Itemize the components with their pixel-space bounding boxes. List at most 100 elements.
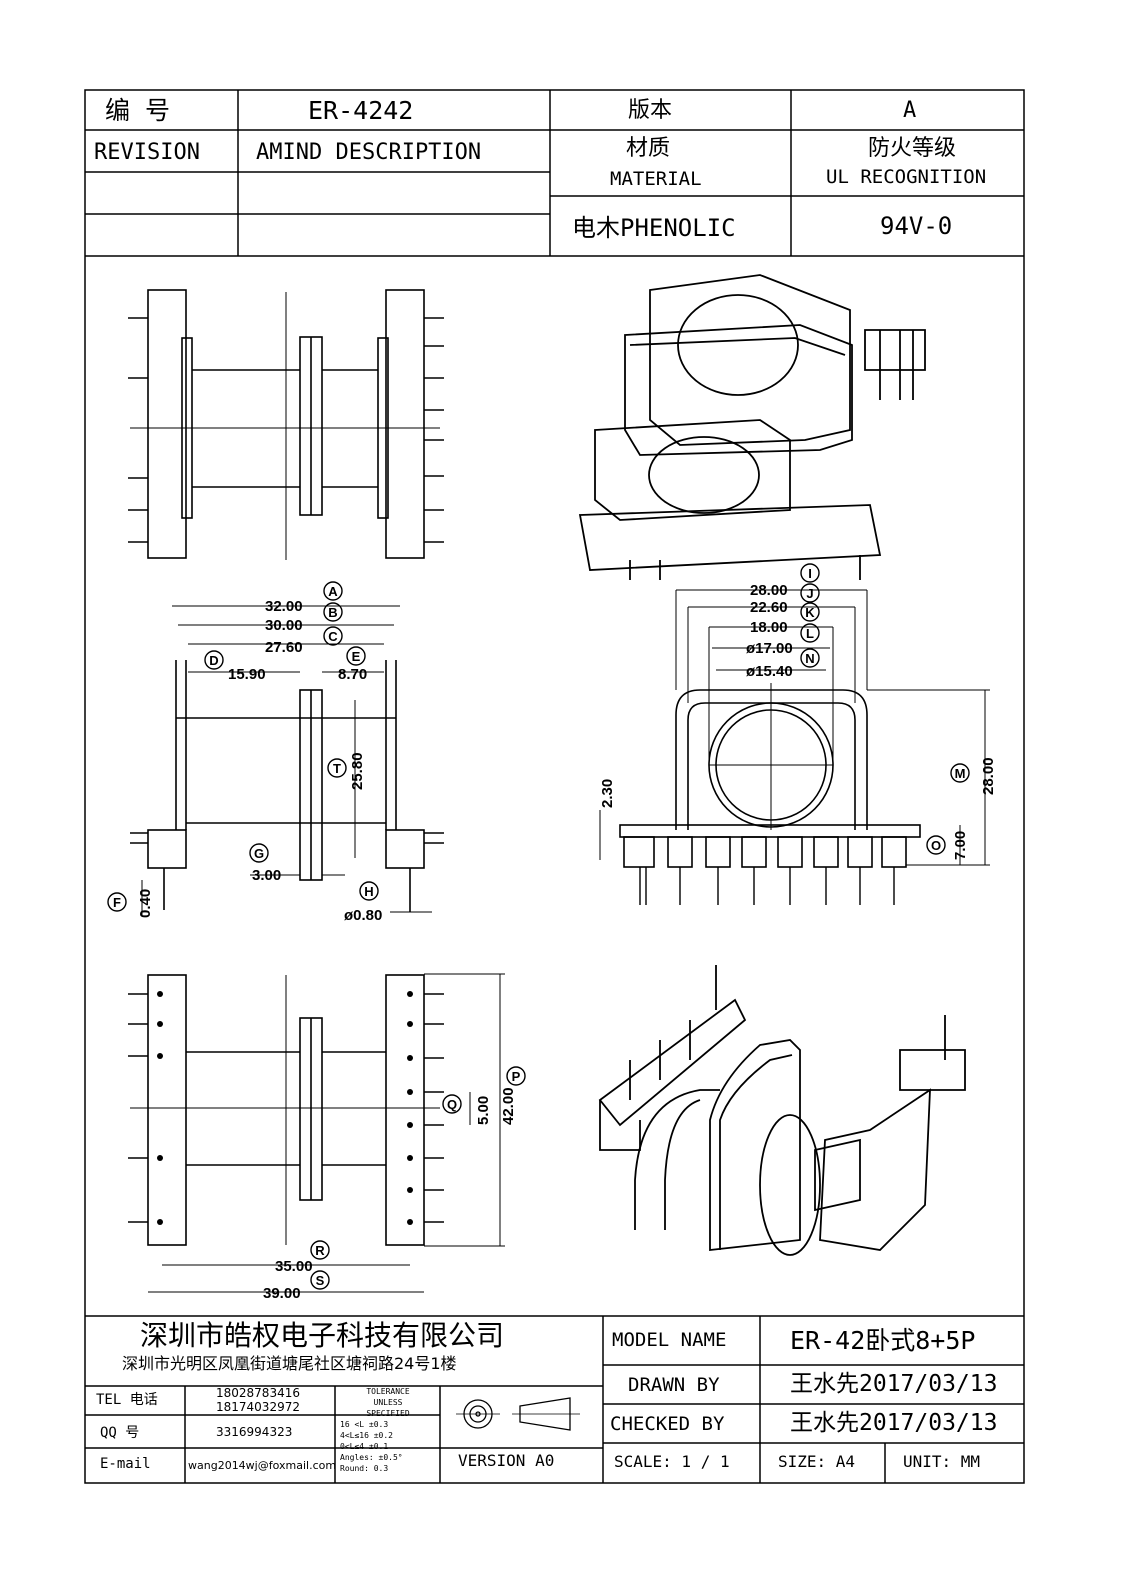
svg-text:N: N bbox=[805, 651, 814, 666]
dim-j: 22.60 bbox=[750, 599, 788, 616]
callout-r: R bbox=[310, 1240, 330, 1260]
projection-symbol bbox=[456, 1397, 580, 1431]
side-dim-lines bbox=[141, 605, 432, 916]
callout-h: H bbox=[359, 881, 379, 901]
callout-e: E bbox=[346, 646, 366, 666]
dim-a: 32.00 bbox=[265, 598, 303, 615]
dim-p: 42.00 bbox=[500, 1087, 517, 1125]
svg-text:R: R bbox=[315, 1243, 325, 1258]
callout-a: A bbox=[323, 581, 343, 601]
tolerance-line: 4<L≤16 ±0.2 bbox=[340, 1431, 393, 1440]
callout-t: T bbox=[327, 758, 347, 778]
dim-g: 3.00 bbox=[252, 867, 281, 884]
dim-i: 28.00 bbox=[750, 582, 788, 599]
dim-m: 28.00 bbox=[980, 757, 997, 795]
version-value: A bbox=[903, 98, 917, 123]
dim-q: 5.00 bbox=[475, 1096, 492, 1125]
ul-label-cn: 防火等级 bbox=[868, 136, 957, 161]
version-a0: VERSION A0 bbox=[458, 1451, 555, 1470]
bottom-view bbox=[128, 974, 444, 1246]
tolerance-line: Angles: ±0.5° bbox=[340, 1453, 403, 1462]
tolerance-line: TOLERANCE bbox=[366, 1387, 410, 1396]
callout-i: I bbox=[800, 563, 820, 583]
svg-text:O: O bbox=[931, 838, 941, 853]
material-value: 电木PHENOLIC bbox=[572, 214, 736, 242]
tolerance-line: SPECIFIED bbox=[366, 1409, 410, 1418]
ul-label-en: UL RECOGNITION bbox=[826, 166, 987, 188]
iso-view-top bbox=[578, 274, 926, 580]
model-label: MODEL NAME bbox=[612, 1329, 727, 1351]
front-view bbox=[619, 683, 921, 905]
svg-text:K: K bbox=[805, 605, 815, 620]
svg-text:H: H bbox=[364, 884, 373, 899]
front-dim-lines bbox=[599, 589, 990, 866]
revision-label: REVISION bbox=[94, 140, 200, 165]
side-view bbox=[128, 289, 444, 560]
svg-text:D: D bbox=[209, 653, 218, 668]
dim-h-front: 2.30 bbox=[599, 779, 616, 808]
checked-value: 王水先2017/03/13 bbox=[790, 1410, 998, 1436]
iso-view-bottom bbox=[598, 965, 966, 1256]
email-value[interactable]: wang2014wj@foxmail.com bbox=[188, 1459, 337, 1472]
callout-q: Q bbox=[442, 1094, 462, 1114]
side-dim-view bbox=[130, 660, 444, 912]
company-name: 深圳市皓权电子科技有限公司 bbox=[140, 1319, 505, 1352]
svg-text:L: L bbox=[806, 626, 814, 641]
drawn-value: 王水先2017/03/13 bbox=[790, 1371, 998, 1397]
svg-text:I: I bbox=[808, 566, 812, 581]
code-value: ER-4242 bbox=[308, 96, 414, 125]
dim-c: 27.60 bbox=[265, 639, 303, 656]
dim-t: 25.80 bbox=[349, 752, 366, 790]
svg-text:P: P bbox=[512, 1069, 521, 1084]
tolerance-line: 0<L≤4 ±0.1 bbox=[340, 1442, 389, 1451]
callout-s: S bbox=[310, 1270, 330, 1290]
scale-value: SCALE: 1 / 1 bbox=[614, 1452, 730, 1471]
dim-o: 7.00 bbox=[952, 831, 969, 860]
svg-text:C: C bbox=[328, 629, 338, 644]
svg-text:S: S bbox=[316, 1273, 325, 1288]
callout-l: L bbox=[800, 623, 820, 643]
callout-k: K bbox=[800, 602, 820, 622]
material-label-cn: 材质 bbox=[626, 136, 671, 161]
tel-1: 18028783416 bbox=[216, 1386, 300, 1400]
svg-text:J: J bbox=[806, 586, 813, 601]
callout-d: D bbox=[204, 650, 224, 670]
dim-f: 0.40 bbox=[137, 889, 154, 918]
material-label-en: MATERIAL bbox=[610, 168, 702, 190]
amend-label: AMIND DESCRIPTION bbox=[256, 140, 482, 165]
code-label: 编 号 bbox=[105, 96, 171, 125]
tel-label: TEL 电话 bbox=[96, 1392, 158, 1408]
tel-2: 18174032972 bbox=[216, 1400, 300, 1414]
svg-text:T: T bbox=[333, 761, 341, 776]
callout-b: B bbox=[323, 602, 343, 622]
dim-r: 35.00 bbox=[275, 1258, 313, 1275]
callout-n: N bbox=[800, 648, 820, 668]
ul-value: 94V-0 bbox=[880, 212, 953, 240]
dim-b: 30.00 bbox=[265, 617, 303, 634]
callout-g: G bbox=[249, 843, 269, 863]
callout-j: J bbox=[800, 583, 820, 603]
qq-value: 3316994323 bbox=[216, 1425, 293, 1439]
dim-k: 18.00 bbox=[750, 619, 788, 636]
model-value: ER-42卧式8+5P bbox=[790, 1326, 976, 1355]
email-label: E-mail bbox=[100, 1456, 151, 1472]
dim-l: ø17.00 bbox=[746, 640, 793, 657]
tolerance-line: Round: 0.3 bbox=[340, 1464, 389, 1473]
outer-border bbox=[84, 89, 1025, 1484]
callout-f: F bbox=[107, 892, 127, 912]
unit-value: UNIT: MM bbox=[903, 1452, 981, 1471]
svg-text:A: A bbox=[328, 584, 338, 599]
callout-p: P bbox=[506, 1066, 526, 1086]
qq-label: QQ 号 bbox=[100, 1425, 140, 1441]
dim-e: 8.70 bbox=[338, 666, 367, 683]
callout-o: O bbox=[926, 835, 946, 855]
svg-text:G: G bbox=[254, 846, 264, 861]
dim-n: ø15.40 bbox=[746, 663, 793, 680]
bottom-dim-lines bbox=[148, 973, 505, 1293]
tolerance-line: 16 <L ±0.3 bbox=[340, 1420, 389, 1429]
drawn-label: DRAWN BY bbox=[628, 1374, 720, 1396]
size-value: SIZE: A4 bbox=[778, 1452, 856, 1471]
dim-h: ø0.80 bbox=[344, 907, 382, 924]
checked-label: CHECKED BY bbox=[610, 1413, 725, 1435]
